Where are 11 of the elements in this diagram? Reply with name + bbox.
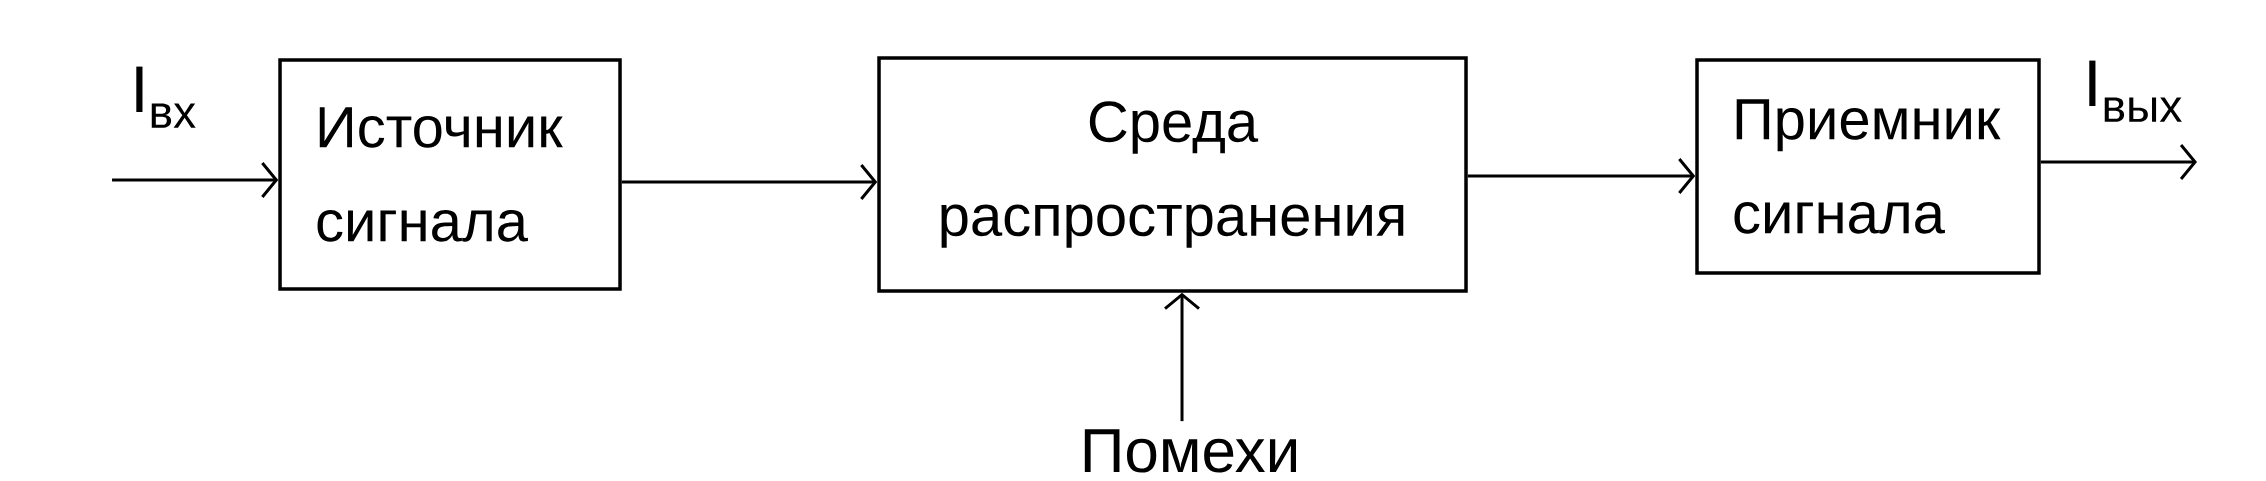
arrow bbox=[1164, 292, 1200, 422]
arrow bbox=[112, 162, 279, 198]
process-box: Приемник сигнала bbox=[1695, 58, 2041, 275]
arrow bbox=[2040, 144, 2197, 180]
arrow bbox=[621, 164, 878, 200]
edge-label: I$_{вх}$ bbox=[128, 64, 199, 130]
edge-label: I$_{вых}$ bbox=[2081, 58, 2185, 124]
process-box: Среда распространения bbox=[877, 56, 1468, 293]
process-box: Источник сигнала bbox=[278, 58, 622, 291]
arrow bbox=[1467, 158, 1696, 194]
node-label: Помехи bbox=[1084, 429, 1296, 473]
